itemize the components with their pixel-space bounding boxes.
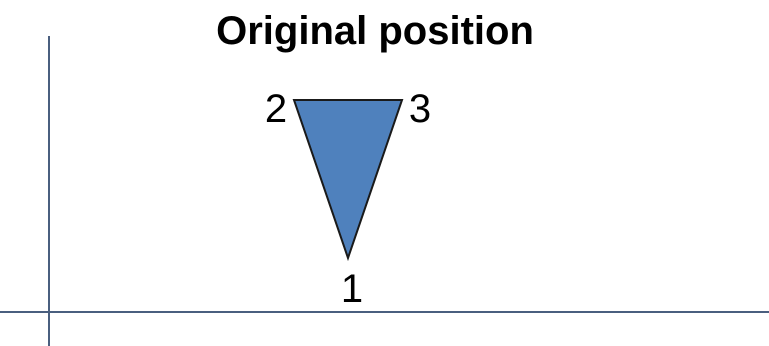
vertex-label-1: 1 [341, 267, 363, 311]
triangle-shape [292, 99, 404, 262]
diagram-title: Original position [216, 9, 534, 53]
vertex-label-2: 2 [265, 87, 287, 131]
vertex-label-3: 3 [409, 87, 431, 131]
